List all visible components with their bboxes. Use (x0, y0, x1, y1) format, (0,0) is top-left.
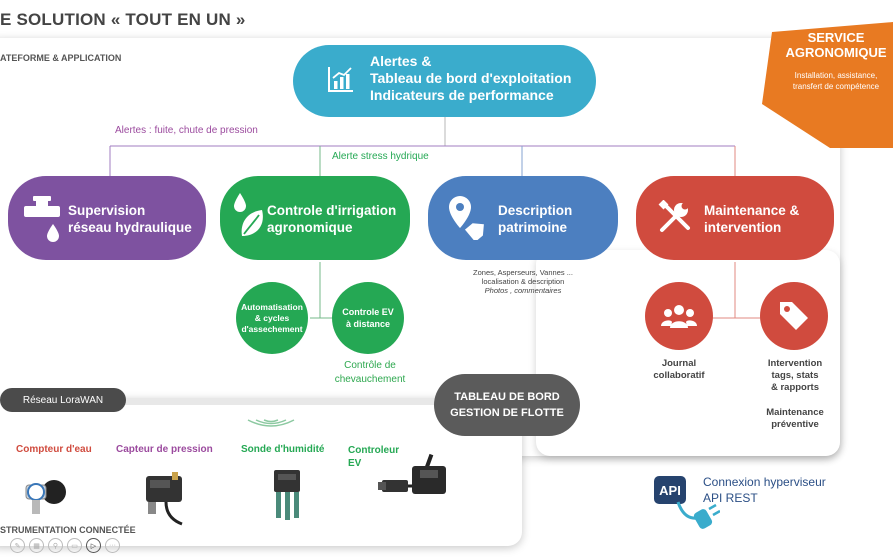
slides-icon[interactable]: ▦ (29, 538, 44, 553)
preventive-line2: préventive (771, 419, 819, 430)
description-note: Zones, Asperseurs, Vannes ... localisati… (458, 268, 588, 295)
service-hexagon (762, 22, 893, 148)
service-desc2: transfert de compétence (792, 82, 880, 91)
stress-alert-label: Alerte stress hydrique (332, 151, 429, 162)
overlap-line1: Contrôle de (344, 360, 396, 371)
service-desc1: Installation, assistance, (794, 71, 878, 80)
maintenance-line1: Maintenance & (704, 203, 800, 218)
people-icon (661, 305, 697, 328)
tools-icon (658, 200, 690, 232)
service-panel: SERVICE AGRONOMIQUE Installation, assist… (774, 30, 893, 92)
antenna-wave-icon (247, 419, 295, 427)
supervision-line1: Supervision (68, 203, 146, 218)
ev-control-line1: Controle EV (342, 307, 394, 317)
journal-label: Journal collaboratif (634, 358, 724, 382)
humidity-probe-icon (274, 470, 300, 520)
ev-control-circle: Controle EV à distance (332, 282, 404, 354)
water-meter-icon (25, 480, 66, 514)
pressure-sensor-label: Capteur de pression (116, 444, 213, 455)
automation-line2: & cycles (254, 312, 290, 323)
irrigation-line1: Controle d'irrigation (267, 203, 397, 218)
note-line3: Photos , commentaires (484, 286, 562, 295)
water-meter-label: Compteur d'eau (16, 444, 92, 455)
intervention-line1: Intervention (767, 358, 823, 369)
preventive-line1: Maintenance (766, 407, 824, 418)
api-badge: API (654, 476, 686, 504)
description-line2: patrimoine (498, 220, 568, 235)
lorawan-line (110, 398, 440, 405)
irrigation-control-pill: Controle d'irrigation agronomique (220, 176, 410, 260)
api-badge-text: API (659, 482, 681, 498)
presentation-toolbar: ✎ ▦ ⚲ ▭ ▷ ··· (10, 538, 120, 553)
tag-icon (780, 302, 808, 330)
pressure-sensor-icon (146, 472, 183, 526)
lorawan-badge: Réseau LoraWAN (0, 388, 126, 412)
note-line2: localisation & description (481, 277, 565, 286)
zoom-icon[interactable]: ⚲ (48, 538, 63, 553)
automation-line1: Automatisation (241, 301, 303, 312)
humidity-probe-label: Sonde d'humidité (241, 444, 325, 455)
subtitles-icon[interactable]: ▭ (67, 538, 82, 553)
ev-control-line2: à distance (345, 319, 390, 329)
pen-tool-icon[interactable]: ✎ (10, 538, 25, 553)
leak-alert-label: Alertes : fuite, chute de pression (115, 125, 258, 136)
dashboard-line1: Alertes & (370, 53, 432, 69)
ev-controller-label: Controleur EV (348, 444, 399, 470)
location-tag-icon (449, 196, 484, 240)
page-title: E SOLUTION « TOUT EN UN » (0, 10, 246, 29)
pipe-icon (24, 196, 60, 242)
intervention-line3: & rapports (770, 382, 820, 393)
note-line1: Zones, Asperseurs, Vannes ... (473, 268, 573, 277)
more-options-icon[interactable]: ··· (105, 538, 120, 553)
chart-icon (328, 67, 353, 92)
api-text: Connexion hyperviseur API REST (703, 474, 826, 506)
api-line2: API REST (703, 491, 758, 505)
service-title1: SERVICE (807, 30, 865, 45)
ev-controller-icon (378, 453, 446, 494)
overlap-line2: chevauchement (334, 374, 406, 385)
fleet-dashboard-box: TABLEAU DE BORD GESTION DE FLOTTE (434, 374, 580, 436)
automation-circle: Automatisation & cycles d'assechement (236, 282, 308, 354)
leaf-icon (234, 193, 263, 236)
ev-controller-line1: Controleur (348, 445, 400, 456)
dashboard-line3: Indicateurs de performance (370, 87, 554, 103)
api-line1: Connexion hyperviseur (703, 475, 826, 489)
lorawan-label: Réseau LoraWAN (22, 394, 104, 406)
journal-line2: collaboratif (653, 370, 705, 381)
instrumentation-label: STRUMENTATION CONNECTÉE (0, 525, 136, 535)
dashboard-box: Alertes & Tableau de bord d'exploitation… (293, 45, 596, 117)
irrigation-line2: agronomique (267, 220, 353, 235)
fleet-line1: TABLEAU DE BORD (454, 391, 560, 403)
intervention-label: Intervention tags, stats & rapports (750, 358, 840, 394)
intervention-circle (760, 282, 828, 350)
maintenance-pill: Maintenance & intervention (636, 176, 834, 260)
dashboard-line2: Tableau de bord d'exploitation (370, 70, 572, 86)
maintenance-line2: intervention (704, 220, 782, 235)
description-line1: Description (498, 203, 573, 218)
camera-icon[interactable]: ▷ (86, 538, 101, 553)
plug-icon (676, 501, 720, 529)
intervention-line2: tags, stats (771, 370, 819, 381)
ev-controller-line2: EV (348, 458, 362, 469)
service-title2: AGRONOMIQUE (785, 45, 887, 60)
overlap-label: Contrôle de chevauchement (320, 359, 420, 387)
fleet-line2: GESTION DE FLOTTE (450, 407, 564, 419)
platform-label: ATEFORME & APPLICATION (0, 53, 122, 63)
supervision-pill: Supervision réseau hydraulique (8, 176, 206, 260)
journal-circle (645, 282, 713, 350)
automation-line3: d'assechement (241, 323, 303, 334)
description-pill: Description patrimoine (428, 176, 618, 260)
preventive-label: Maintenance préventive (750, 407, 840, 431)
supervision-line2: réseau hydraulique (68, 220, 192, 235)
journal-line1: Journal (661, 358, 697, 369)
